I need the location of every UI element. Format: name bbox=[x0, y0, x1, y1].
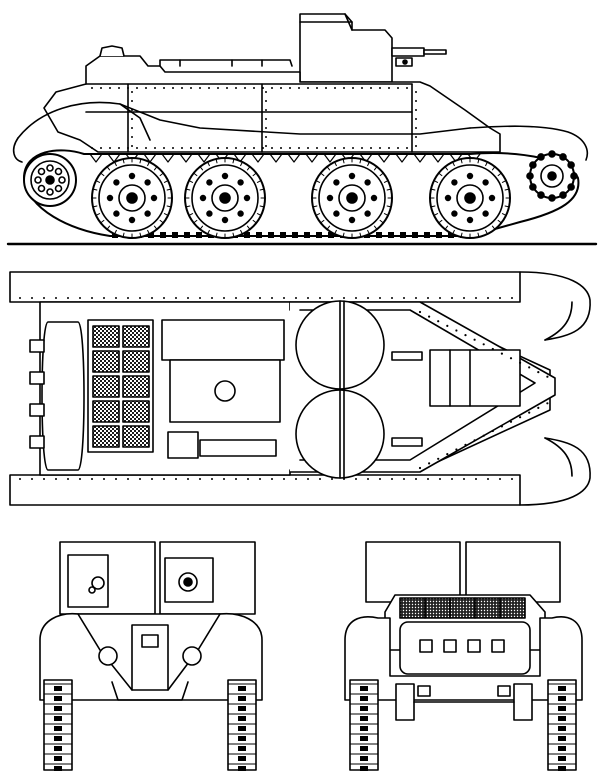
side-rivets bbox=[91, 87, 417, 149]
idler-wheel bbox=[23, 153, 77, 207]
side-wheels bbox=[23, 150, 578, 239]
side-turret bbox=[299, 13, 447, 83]
drive-sprocket bbox=[526, 150, 578, 202]
grille-panel bbox=[122, 350, 150, 373]
road-wheel bbox=[184, 157, 266, 239]
rear-port bbox=[419, 639, 433, 653]
rear-right-track bbox=[547, 679, 577, 771]
front-left-track bbox=[43, 679, 73, 771]
rear-left-track bbox=[349, 679, 379, 771]
grille-panel bbox=[122, 375, 150, 398]
road-wheel bbox=[429, 157, 511, 239]
grille-panel bbox=[92, 425, 120, 448]
rear-fender bbox=[469, 125, 589, 161]
front-view bbox=[39, 541, 263, 771]
rear-hull bbox=[344, 616, 583, 701]
top-view bbox=[9, 271, 591, 506]
grille-panel bbox=[92, 400, 120, 423]
rear-radiator bbox=[41, 321, 85, 471]
road-wheel bbox=[311, 157, 393, 239]
grille-panel bbox=[92, 375, 120, 398]
filler-cap bbox=[214, 380, 236, 402]
rear-ports bbox=[419, 639, 505, 653]
grille-panel bbox=[122, 400, 150, 423]
side-hull bbox=[43, 45, 501, 153]
gun-mantlet bbox=[391, 47, 425, 57]
grille-panel bbox=[122, 325, 150, 348]
engine-grille bbox=[92, 325, 150, 448]
road-wheel bbox=[91, 157, 173, 239]
rear-port bbox=[443, 639, 457, 653]
rear-plate bbox=[399, 621, 531, 675]
side-view bbox=[6, 13, 598, 246]
rear-view bbox=[344, 541, 583, 771]
rear-port bbox=[467, 639, 481, 653]
top-track-lower bbox=[9, 474, 521, 506]
rear-port bbox=[491, 639, 505, 653]
top-track-upper bbox=[9, 271, 521, 303]
top-rivets bbox=[19, 297, 549, 480]
grille-panel bbox=[92, 325, 120, 348]
grille-panel bbox=[122, 425, 150, 448]
grille-panel bbox=[92, 350, 120, 373]
gun-barrel bbox=[423, 49, 447, 55]
